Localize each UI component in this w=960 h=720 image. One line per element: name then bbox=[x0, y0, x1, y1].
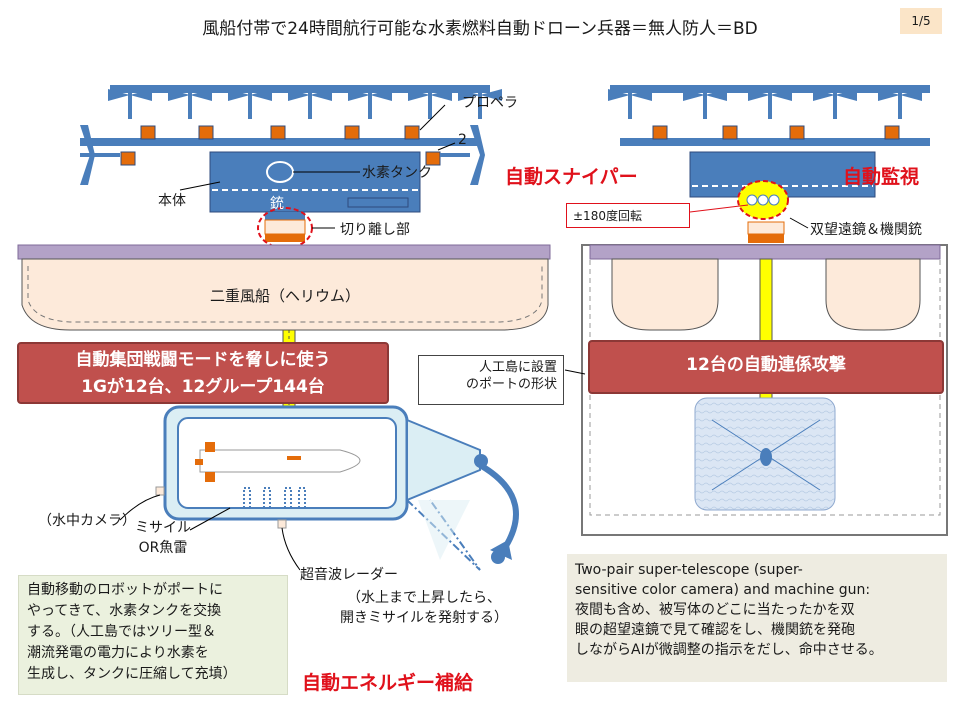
energy-supply-title: 自動エネルギー補給 bbox=[302, 672, 474, 694]
sniper-title: 自動スナイパー bbox=[505, 166, 638, 188]
coordinated-attack-banner: 12台の自動連係攻撃 bbox=[588, 340, 944, 394]
description-line-3: 夜間も含め、被写体のどこに当たったかを双 bbox=[575, 602, 855, 618]
balloon-label: 二重風船（ヘリウム） bbox=[209, 287, 360, 305]
page-title: 風船付帯で24時間航行可能な水素燃料自動ドローン兵器＝無人防人＝BD bbox=[202, 19, 758, 39]
propeller-label: プロペラ bbox=[462, 95, 518, 111]
monitor-title: 自動監視 bbox=[843, 166, 920, 188]
missile-label: ミサイル OR魚雷 bbox=[135, 518, 191, 558]
missile-label-line-1: ミサイル bbox=[135, 520, 191, 536]
description-line-4: 眼の超望遠鏡で見て確認をし、機関銃を発砲 bbox=[575, 622, 855, 638]
body-label: 本体 bbox=[158, 193, 186, 209]
left-drone bbox=[80, 85, 502, 249]
combat-banner-line-1: 自動集団戦闘モードを脅しに使う bbox=[75, 350, 331, 370]
gun-label: 銃 bbox=[270, 196, 284, 212]
port-callout-line-2: のポートの形状 bbox=[465, 377, 557, 392]
separation-label: 切り離し部 bbox=[340, 222, 410, 238]
port-callout-line-1: 人工島に設置 bbox=[478, 360, 557, 375]
description-line-5: しながらAIが微調整の指示をだし、命中させる。 bbox=[575, 642, 883, 658]
double-balloon bbox=[17, 244, 551, 331]
telescope-description: Two-pair super-telescope (super- sensiti… bbox=[567, 554, 947, 682]
launch-note: （水上まで上昇したら、 開きミサイルを発射する） bbox=[340, 588, 508, 628]
supply-note-line-1: 自動移動のロボットがポートに bbox=[27, 582, 223, 598]
launch-note-line-1: （水上まで上昇したら、 bbox=[347, 590, 501, 606]
sonar-label: 超音波レーダー bbox=[300, 567, 398, 583]
hydrogen-tank-label: 水素タンク bbox=[362, 165, 432, 181]
supply-note-line-2: やってきて、水素タンクを交換 bbox=[27, 603, 222, 619]
combat-banner-line-2: 1Gが12台、12グループ144台 bbox=[81, 377, 325, 397]
combat-mode-banner: 自動集団戦闘モードを脅しに使う 1Gが12台、12グループ144台 bbox=[17, 342, 389, 404]
rotation-label: ±180度回転 bbox=[566, 203, 690, 228]
supply-note-line-3: する。（人工島ではツリー型＆ bbox=[27, 624, 216, 640]
right-drone bbox=[608, 85, 930, 243]
scope-gun-label: 双望遠鏡＆機関銃 bbox=[810, 222, 922, 238]
description-line-2: sensitive color camera) and machine gun: bbox=[575, 582, 871, 598]
description-line-1: Two-pair super-telescope (super- bbox=[575, 562, 803, 578]
port-hull-left bbox=[119, 405, 519, 571]
energy-supply-note: 自動移動のロボットがポートに やってきて、水素タンクを交換 する。（人工島ではツ… bbox=[18, 575, 288, 695]
supply-note-line-4: 潮流発電の電力により水素を bbox=[27, 645, 209, 661]
missile-label-line-2: OR魚雷 bbox=[138, 540, 188, 556]
count-label: 2 bbox=[458, 132, 467, 148]
propeller-row bbox=[108, 89, 502, 119]
page-number: 1/5 bbox=[900, 8, 942, 34]
supply-note-line-5: 生成し、タンクに圧縮して充填） bbox=[27, 666, 237, 682]
port-shape-callout: 人工島に設置 のポートの形状 bbox=[418, 355, 564, 405]
port-structure-right bbox=[564, 244, 948, 536]
launch-note-line-2: 開きミサイルを発射する） bbox=[340, 610, 508, 626]
underwater-camera-label: （水中カメラ） bbox=[38, 513, 136, 529]
